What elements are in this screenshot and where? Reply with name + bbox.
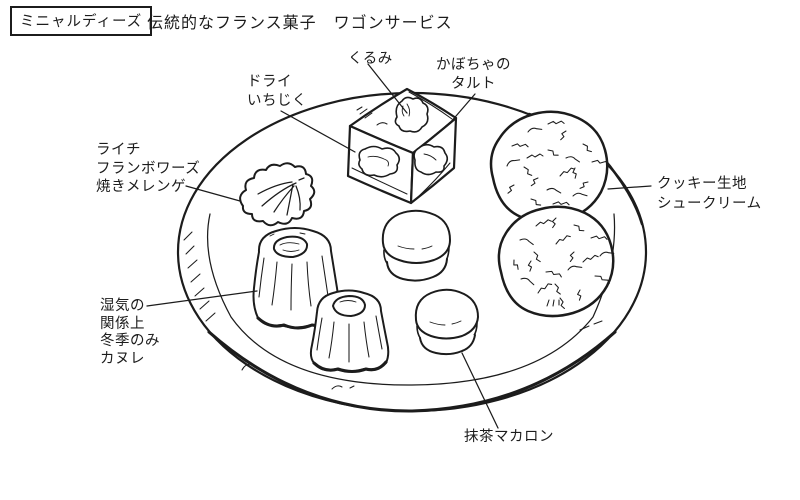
label-line: ライチ: [96, 142, 141, 158]
canele1-flutes: [258, 255, 329, 311]
pumpkin-tart-drawing: [346, 87, 458, 205]
leader-line-dried-fig: [280, 110, 356, 153]
cream-puff-drawing-2: [497, 205, 615, 318]
macaron-drawing-2: [414, 288, 479, 356]
label-line: くるみ: [348, 51, 393, 67]
canele1-crater-shading: [279, 242, 300, 252]
canele1-crater: [272, 235, 309, 258]
canele2-body: [309, 289, 390, 373]
plate-bottom-edge: [207, 330, 617, 413]
leader-line-pumpkin-tart: [449, 93, 476, 124]
leader-line-canele: [146, 290, 258, 307]
label-pumpkin-tart: かぼちゃの タルト: [436, 56, 511, 93]
fig-detail: [367, 155, 389, 167]
cream-puff2-base-marks: [546, 299, 560, 307]
cream-puff1-outline: [489, 110, 609, 224]
leader-line-matcha-macaron: [461, 352, 499, 429]
canele-drawing-2: [309, 289, 390, 374]
tart-texture: [351, 91, 453, 197]
macaron1-top-shell: [381, 209, 451, 264]
meringue-pleats: [257, 177, 305, 216]
label-line: ドライ: [247, 74, 292, 90]
label-lychee-meringue: ライチ フランボワーズ 焼きメレンゲ: [96, 141, 200, 197]
meringue-drawing: [239, 162, 316, 227]
label-line: フランボワーズ: [96, 160, 201, 177]
label-line: クッキー生地: [657, 176, 747, 192]
leader-line-meringue: [185, 185, 241, 202]
cream-puff2-outline: [497, 205, 615, 318]
macaron2-shell-marks: [429, 320, 462, 326]
plate-rim-hatching: [183, 231, 216, 322]
label-line: 関係上: [100, 315, 145, 332]
cream-puff-drawing-1: [489, 110, 610, 224]
plate-sketch-marks: [241, 320, 603, 390]
macaron-drawing-1: [381, 209, 451, 282]
label-cookie-cream-puff: クッキー生地 シュークリーム: [657, 174, 762, 214]
macaron2-bottom-shell: [419, 334, 476, 356]
label-line: タルト: [451, 75, 496, 92]
label-dried-fig: ドライ いちじく: [247, 73, 307, 110]
label-line: 湿気の: [100, 298, 145, 314]
leader-line-walnut: [367, 63, 408, 114]
category-badge: ミニャルディーズ: [10, 6, 153, 36]
label-line: 冬季のみ: [100, 333, 160, 349]
macaron2-top-shell: [414, 288, 479, 340]
label-line: 焼きメレンゲ: [96, 179, 186, 195]
canele2-flutes: [316, 315, 383, 363]
label-line: シュークリーム: [657, 196, 762, 212]
plate-inner-rim: [206, 213, 616, 386]
label-canele: 湿気の 関係上 冬季のみ カヌレ: [100, 298, 160, 368]
walnut-piece: [394, 96, 429, 133]
canele2-base-edge: [312, 360, 388, 374]
canele2-crater: [332, 295, 366, 317]
right-fruit-detail: [423, 153, 437, 161]
right-fruit-piece: [413, 143, 449, 176]
macaron1-bottom-shell: [386, 258, 448, 282]
canele2-crater-shading: [339, 295, 357, 303]
macaron1-shell-marks: [397, 245, 433, 250]
leader-lines: [146, 63, 652, 429]
label-line: 抹茶マカロン: [464, 429, 554, 445]
fig-piece: [358, 145, 401, 178]
label-line: いちじく: [247, 92, 307, 109]
label-line: カヌレ: [100, 350, 145, 367]
label-matcha-macaron: 抹茶マカロン: [464, 428, 554, 447]
page-title: 伝統的なフランス菓子 ワゴンサービス: [147, 15, 453, 32]
leader-line-cream-puff: [607, 185, 652, 190]
label-line: かぼちゃの: [436, 57, 511, 73]
canele1-rim-marks: [269, 232, 306, 237]
label-walnut: くるみ: [348, 50, 393, 69]
